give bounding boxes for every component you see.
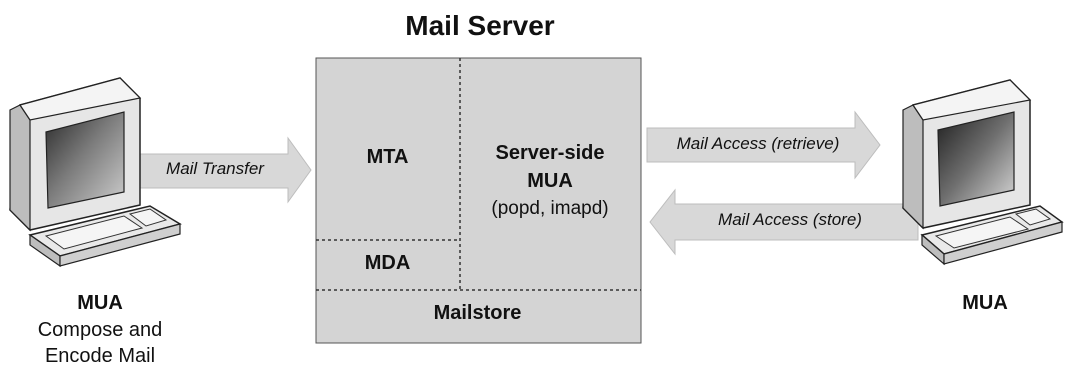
- mda-label: MDA: [364, 252, 411, 274]
- mail-transfer-arrow: [135, 136, 312, 204]
- server-side-mua-line1: Server-side: [495, 142, 605, 164]
- left-mua-label: MUA: [77, 292, 123, 314]
- mail-access-store-arrow: [649, 188, 919, 256]
- left-mua-desc-line1: Compose and: [37, 319, 163, 341]
- mail-access-retrieve-arrow: [646, 110, 881, 180]
- diagram-title: Mail Server: [405, 10, 555, 41]
- left-mua-desc-line2: Encode Mail: [44, 345, 156, 367]
- server-side-mua-line2: MUA: [527, 170, 573, 192]
- mail-transfer-label: Mail Transfer: [166, 159, 264, 178]
- right-mua-label: MUA: [962, 292, 1008, 314]
- server-side-mua-line3: (popd, imapd): [491, 198, 609, 219]
- mail-access-retrieve-label: Mail Access (retrieve): [676, 134, 840, 153]
- computer-icon: [9, 77, 182, 268]
- mta-label: MTA: [366, 146, 409, 168]
- mail-access-store-label: Mail Access (store): [718, 210, 862, 229]
- mailstore-label: Mailstore: [433, 302, 522, 324]
- computer-icon: [902, 79, 1064, 266]
- mail-server-box: [315, 57, 642, 344]
